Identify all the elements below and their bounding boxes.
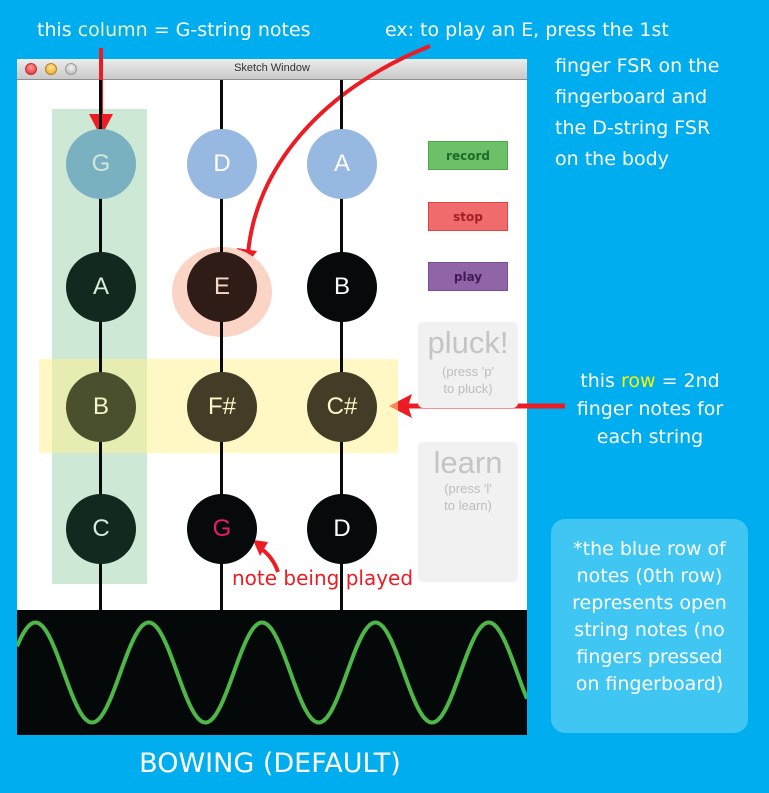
window-titlebar[interactable]: Sketch Window bbox=[17, 59, 527, 80]
open-string-footnote: *the blue row of notes (0th row) represe… bbox=[551, 519, 748, 733]
example-line: finger FSR on the bbox=[555, 55, 720, 77]
learn-mode-panel[interactable]: learn (press 'l' to learn) bbox=[418, 442, 518, 582]
pluck-hint: to pluck) bbox=[443, 381, 493, 396]
note-d-finger2[interactable]: F# bbox=[187, 372, 257, 442]
a-string-line bbox=[340, 80, 343, 610]
footnote-line: fingers pressed bbox=[576, 646, 723, 668]
note-being-played-label: note being played bbox=[232, 566, 414, 590]
note-a-open[interactable]: A bbox=[307, 129, 377, 199]
annotation-text: = 2nd bbox=[655, 370, 720, 392]
annotation-text: = G-string notes bbox=[147, 19, 311, 41]
row-annotation-line: this row = 2nd bbox=[545, 367, 755, 395]
window-title: Sketch Window bbox=[234, 62, 310, 74]
sketch-window: Sketch Window G D A A E B B F# C# C G D … bbox=[15, 59, 529, 735]
note-d-finger1-pressed[interactable]: E bbox=[187, 252, 257, 322]
waveform-svg bbox=[15, 620, 529, 725]
learn-hint: to learn) bbox=[444, 498, 492, 513]
learn-title: learn bbox=[433, 445, 503, 480]
note-g-finger3[interactable]: C bbox=[66, 494, 136, 564]
example-annotation-line1: ex: to play an E, press the 1st bbox=[385, 19, 669, 41]
note-a-finger1[interactable]: B bbox=[307, 252, 377, 322]
play-button[interactable]: play bbox=[428, 262, 508, 291]
annotation-highlight-column: column bbox=[77, 19, 148, 41]
pluck-mode-panel[interactable]: pluck! (press 'p' to pluck) bbox=[418, 322, 518, 408]
footnote-line: represents open bbox=[572, 592, 727, 614]
g-string-line bbox=[99, 80, 102, 610]
row-annotation-line: each string bbox=[596, 426, 704, 448]
footnote-line: string notes (no bbox=[574, 619, 725, 641]
mode-title: BOWING (DEFAULT) bbox=[139, 748, 401, 779]
minimize-window-icon[interactable] bbox=[45, 63, 57, 75]
zoom-window-icon[interactable] bbox=[65, 63, 77, 75]
note-g-open[interactable]: G bbox=[66, 129, 136, 199]
row-annotation-line: finger notes for bbox=[576, 398, 724, 420]
note-d-open[interactable]: D bbox=[187, 129, 257, 199]
note-a-finger2[interactable]: C# bbox=[307, 372, 377, 442]
row-annotation: this row = 2nd finger notes for each str… bbox=[545, 367, 755, 451]
stop-button[interactable]: stop bbox=[428, 202, 508, 231]
example-line: fingerboard and bbox=[555, 86, 708, 108]
example-line: on the body bbox=[555, 148, 669, 170]
footnote-line: *the blue row of bbox=[573, 538, 726, 560]
close-window-icon[interactable] bbox=[25, 63, 37, 75]
d-string-line bbox=[220, 80, 223, 610]
example-annotation-rest: finger FSR on the fingerboard and the D-… bbox=[555, 51, 719, 175]
waveform-line bbox=[15, 620, 529, 725]
record-button[interactable]: record bbox=[428, 141, 508, 170]
column-annotation: this column = G-string notes bbox=[37, 17, 311, 44]
note-d-finger3-playing[interactable]: G bbox=[187, 494, 257, 564]
footnote-line: notes (0th row) bbox=[576, 565, 723, 587]
annotation-highlight-row: row bbox=[620, 370, 656, 392]
note-g-finger2[interactable]: B bbox=[66, 372, 136, 442]
footnote-line: on fingerboard) bbox=[575, 673, 724, 695]
pluck-hint: (press 'p' bbox=[442, 364, 494, 379]
note-a-finger3[interactable]: D bbox=[307, 494, 377, 564]
example-line: the D-string FSR bbox=[555, 117, 711, 139]
learn-hint: (press 'l' bbox=[444, 481, 492, 496]
waveform-display bbox=[15, 610, 529, 735]
pluck-title: pluck! bbox=[427, 325, 509, 360]
fingerboard-canvas: G D A A E B B F# C# C G D record stop pl… bbox=[17, 80, 527, 610]
note-g-finger1[interactable]: A bbox=[66, 252, 136, 322]
annotation-text: this bbox=[580, 370, 621, 392]
annotation-text: this bbox=[37, 19, 78, 41]
